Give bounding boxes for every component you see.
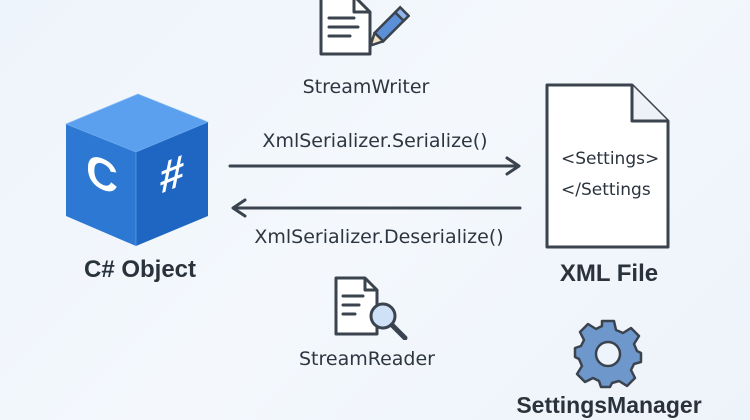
xml-open-tag: <Settings> bbox=[561, 149, 660, 169]
document-pen-icon bbox=[318, 0, 410, 58]
deserialize-label: XmlSerializer.Deserialize() bbox=[254, 226, 504, 248]
deserialize-arrow bbox=[228, 198, 524, 218]
stream-writer-label: StreamWriter bbox=[302, 76, 430, 98]
stream-reader-label: StreamReader bbox=[299, 348, 435, 370]
csharp-object-label: C# Object bbox=[83, 256, 197, 283]
serialize-arrow bbox=[228, 156, 524, 176]
xml-close-tag: </Settings bbox=[561, 180, 651, 200]
document-search-icon bbox=[333, 276, 413, 340]
xml-document-icon bbox=[544, 82, 672, 252]
gear-icon bbox=[572, 318, 644, 390]
serialize-label: XmlSerializer.Serialize() bbox=[262, 130, 488, 152]
settings-manager-label: SettingsManager bbox=[516, 392, 702, 418]
xml-file-label: XML File bbox=[559, 260, 659, 287]
csharp-cube-icon bbox=[62, 90, 212, 250]
